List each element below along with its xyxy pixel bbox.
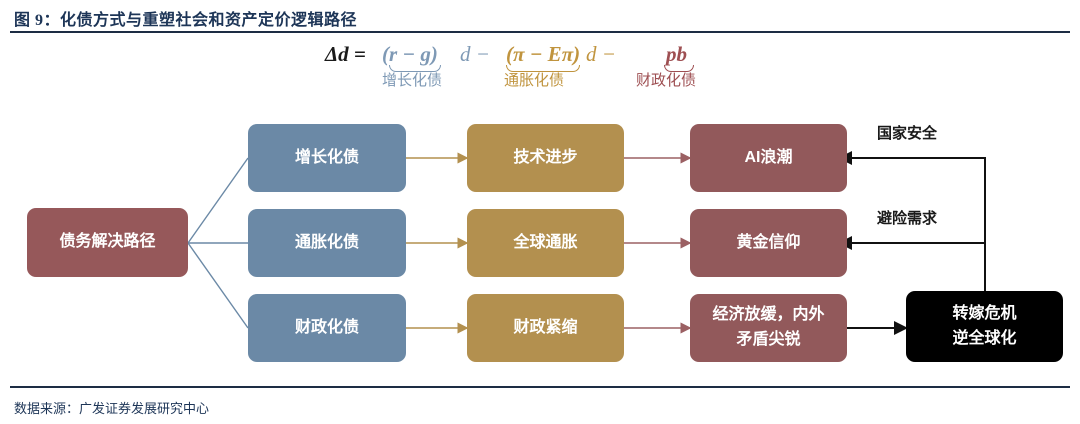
node-gold-faith[interactable]: 黄金信仰	[690, 209, 847, 277]
node-growth-deleveraging[interactable]: 增长化债	[248, 124, 406, 192]
title-divider	[10, 31, 1070, 33]
page-title: 图 9：化债方式与重塑社会和资产定价逻辑路径	[14, 12, 358, 29]
node-fiscal-tightening[interactable]: 财政紧缩	[467, 294, 624, 362]
equation-fiscal-term: pb	[666, 42, 687, 66]
edge-label-safe-haven-demand: 避险需求	[877, 210, 938, 227]
source-note: 数据来源：广发证券发展研究中心	[14, 401, 210, 416]
equation-lhs: Δd =	[325, 42, 366, 66]
growth-term-label: 增长化债	[382, 72, 443, 89]
node-root-debt-path[interactable]: 债务解决路径	[27, 208, 188, 277]
equation-d-first: d −	[460, 42, 490, 66]
footer-divider	[10, 386, 1070, 388]
node-inflation-deleveraging[interactable]: 通胀化债	[248, 209, 406, 277]
node-crisis-transfer[interactable]: 转嫁危机 逆全球化	[906, 291, 1063, 362]
outcome-line-two: 逆全球化	[952, 329, 1017, 347]
equation-inflation-term: (π − Eπ)	[506, 42, 581, 66]
equation-d-second: d −	[586, 42, 616, 66]
node-fiscal-deleveraging[interactable]: 财政化债	[248, 294, 406, 362]
equation-block: Δd = (r − g) 增长化债 d − (π − Eπ) 通胀化债 d − …	[325, 40, 765, 102]
node-economic-slowdown[interactable]: 经济放缓，内外 矛盾尖锐	[690, 294, 847, 362]
node-ai-wave[interactable]: AI浪潮	[690, 124, 847, 192]
inflation-term-label: 通胀化债	[504, 72, 565, 89]
node-global-inflation[interactable]: 全球通胀	[467, 209, 624, 277]
node-tech-progress[interactable]: 技术进步	[467, 124, 624, 192]
equation-growth-term: (r − g)	[382, 42, 438, 66]
edge-label-national-security: 国家安全	[877, 125, 938, 142]
fiscal-term-label: 财政化债	[636, 72, 697, 89]
outcome-line-one: 转嫁危机	[952, 304, 1017, 322]
